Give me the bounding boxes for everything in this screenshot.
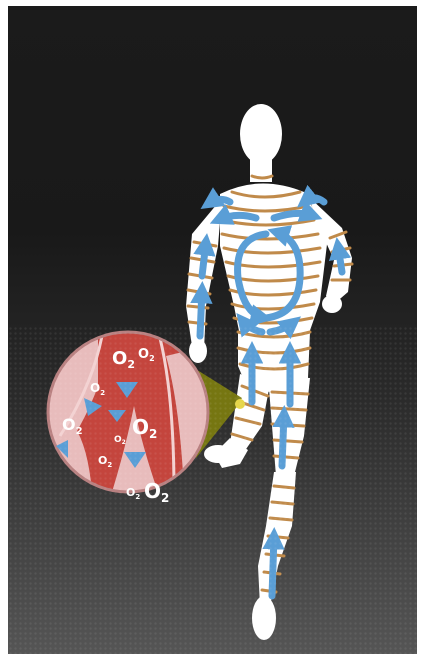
runner-figure-icon [186,104,352,640]
magnifier-lens-icon: O2 O2 O2 O2 O2 O2 O2 O2 O2 [48,332,208,505]
diagram-panel: O2 O2 O2 O2 O2 O2 O2 O2 O2 [8,6,417,654]
diagram-canvas: O2 O2 O2 O2 O2 O2 O2 O2 O2 [8,6,417,654]
magnified-spot [235,399,245,409]
